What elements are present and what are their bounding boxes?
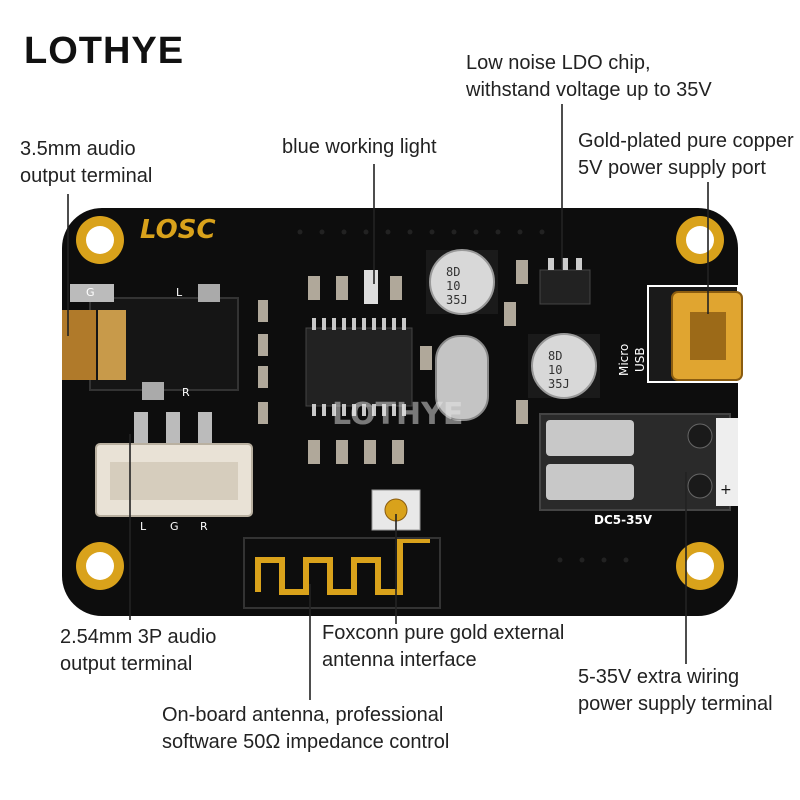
jack-pin-g: G — [86, 286, 95, 299]
light-callout: blue working light — [282, 134, 437, 161]
antenna-interface-callout-line1: Foxconn pure gold external — [322, 622, 565, 644]
mounting-hole-tr — [676, 216, 724, 264]
onboard-antenna-callout: On-board antenna, professional software … — [162, 702, 449, 756]
antenna-interface-callout-line2: antenna interface — [322, 649, 477, 671]
audio-jack-callout-line1: 3.5mm audio — [20, 138, 136, 160]
callout-lines — [67, 104, 709, 700]
mounting-hole-bl — [76, 542, 124, 590]
pcb-vias — [297, 229, 629, 563]
connector-callout-line2: output terminal — [60, 653, 193, 675]
ldo-callout: Low noise LDO chip, withstand voltage up… — [466, 50, 712, 104]
audio-ic-chip — [305, 318, 413, 416]
capacitor-1-text-2: 10 — [446, 279, 460, 293]
ldo-callout-line2: withstand voltage up to 35V — [466, 79, 712, 101]
brand-logo: LOTHYE — [24, 30, 185, 72]
capacitor-2-text-2: 10 — [548, 363, 562, 377]
connector-3p: L G R — [95, 412, 253, 533]
antenna-area — [243, 537, 441, 609]
capacitor-2: 8D 10 35J — [528, 333, 600, 399]
connector-pin-g: G — [170, 520, 179, 533]
light-callout-line1: blue working light — [282, 136, 437, 158]
power-terminal: + DC5-35V — [539, 413, 738, 527]
capacitor-2-text-3: 35J — [548, 377, 570, 391]
capacitor-1: 8D 10 35J — [426, 249, 498, 315]
crystal-oscillator — [435, 335, 489, 421]
onboard-antenna-callout-line2: software 50Ω impedance control — [162, 731, 450, 753]
usb-label-1: Micro — [617, 344, 631, 376]
ldo-callout-line1: Low noise LDO chip, — [466, 52, 651, 74]
mounting-hole-tl — [76, 216, 124, 264]
ldo-chip — [539, 258, 591, 305]
trace-antenna — [255, 537, 430, 595]
capacitor-2-text-1: 8D — [548, 349, 562, 363]
usb-callout-line2: 5V power supply port — [578, 157, 766, 179]
micro-usb-port: Micro USB — [617, 285, 743, 383]
connector-callout: 2.54mm 3P audio output terminal — [60, 624, 216, 678]
usb-label-2: USB — [633, 347, 647, 372]
connector-pin-r: R — [200, 520, 208, 533]
antenna-interface-callout: Foxconn pure gold external antenna inter… — [322, 620, 564, 674]
capacitor-1-text-3: 35J — [446, 293, 468, 307]
power-terminal-callout-line1: 5-35V extra wiring — [578, 666, 740, 688]
usb-callout: Gold-plated pure copper 5V power supply … — [578, 128, 794, 182]
audio-jack: G L R — [62, 284, 239, 400]
audio-jack-callout: 3.5mm audio output terminal — [20, 136, 152, 190]
plus-sign: + — [720, 482, 732, 498]
usb-callout-line1: Gold-plated pure copper — [578, 130, 794, 152]
power-terminal-callout: 5-35V extra wiring power supply terminal — [578, 664, 773, 718]
onboard-antenna-callout-line1: On-board antenna, professional — [162, 704, 444, 726]
audio-jack-callout-line2: output terminal — [20, 165, 153, 187]
power-terminal-callout-line2: power supply terminal — [578, 693, 773, 715]
watermark: LOTHYE — [332, 397, 463, 432]
jack-pin-l: L — [176, 286, 183, 299]
silkscreen-logo: LOSC — [140, 215, 216, 245]
capacitor-1-text-1: 8D — [446, 265, 460, 279]
jack-pin-r: R — [182, 386, 190, 399]
connector-pin-l: L — [140, 520, 147, 533]
mounting-hole-br — [676, 542, 724, 590]
terminal-label: DC5-35V — [594, 513, 653, 527]
connector-callout-line1: 2.54mm 3P audio — [60, 626, 217, 648]
